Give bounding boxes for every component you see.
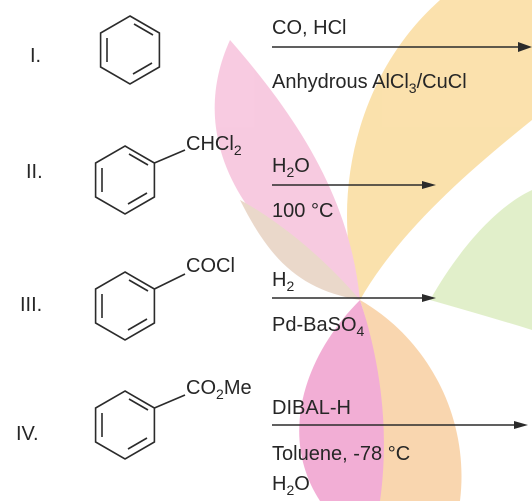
watermark-petal-orange-lower xyxy=(360,300,462,501)
substituent-bond-2 xyxy=(154,149,186,164)
reaction-label-1: I. xyxy=(30,45,42,67)
substituent-2: CHCl2 xyxy=(186,133,242,158)
watermark-petal-pink xyxy=(214,40,360,300)
condition-bottom-4: Toluene, -78 °C xyxy=(272,443,411,465)
benzene-ring-3 xyxy=(94,271,186,341)
substituent-bond-4 xyxy=(154,394,186,409)
condition-bottom-1: Anhydrous AlCl3/CuCl xyxy=(272,71,467,96)
condition-top-1: CO, HCl xyxy=(272,17,347,39)
benzene-ring-2 xyxy=(94,145,186,215)
condition-bottom-2: 100 °C xyxy=(272,200,334,222)
benzene-ring-4 xyxy=(94,390,186,460)
condition-extra-4: H2O xyxy=(272,473,310,498)
reaction-label-3: III. xyxy=(20,294,43,316)
reaction-label-2: II. xyxy=(26,161,43,183)
substituent-4: CO2Me xyxy=(186,377,252,402)
reaction-arrow-4 xyxy=(272,421,528,429)
reaction-arrow-2 xyxy=(272,181,436,189)
watermark-petal-orange xyxy=(346,0,532,300)
substituent-3: COCl xyxy=(186,255,235,277)
benzene-ring-1 xyxy=(99,15,161,85)
reaction-arrow-3 xyxy=(272,294,436,302)
condition-top-3: H2 xyxy=(272,269,295,294)
condition-top-4: DIBAL-H xyxy=(272,397,351,419)
reaction-arrow-1 xyxy=(272,42,532,52)
watermark-petal-tan xyxy=(240,200,360,300)
substituent-bond-3 xyxy=(154,273,186,290)
watermark-petal-green xyxy=(430,190,532,330)
reaction-label-4: IV. xyxy=(16,423,39,445)
condition-top-2: H2O xyxy=(272,155,310,180)
condition-bottom-3: Pd-BaSO4 xyxy=(272,314,365,339)
